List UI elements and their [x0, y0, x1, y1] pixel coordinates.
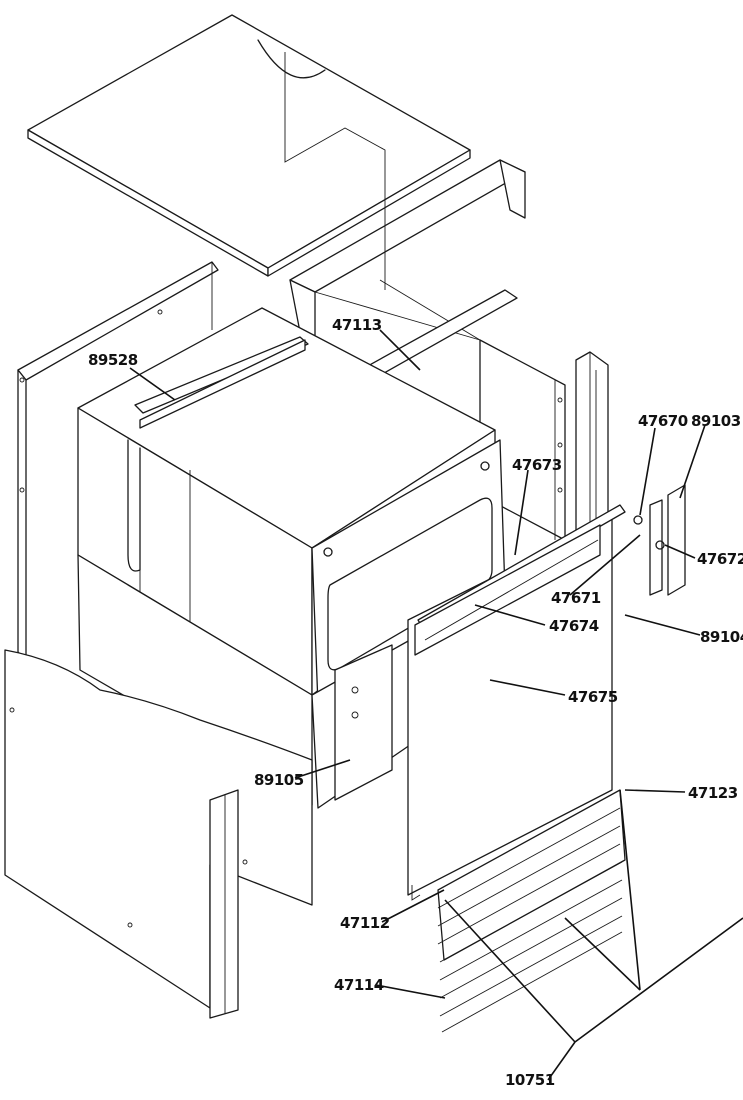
label-47114: 47114: [334, 976, 384, 994]
label-47672: 47672: [697, 550, 743, 568]
right-bracket: [633, 484, 686, 596]
label-47674: 47674: [549, 617, 599, 635]
main-cabinet: [77, 307, 506, 706]
label-89528: 89528: [88, 351, 138, 369]
label-47675: 47675: [568, 688, 618, 706]
front-lower-panel: [4, 649, 313, 1019]
leader-lines: [129, 329, 743, 1081]
label-47113: 47113: [332, 316, 382, 334]
callout-labels: 89528 47113 47670 89103 47673 47672 4767…: [88, 316, 743, 1089]
label-89103: 89103: [691, 412, 741, 430]
label-47670: 47670: [638, 412, 688, 430]
label-89105: 89105: [254, 771, 304, 789]
left-side-panel: [17, 261, 219, 661]
front-door-panel: [407, 504, 626, 901]
label-47671: 47671: [551, 589, 601, 607]
label-47123: 47123: [688, 784, 738, 802]
top-cover: [27, 14, 471, 290]
label-47673: 47673: [512, 456, 562, 474]
louvre-grille: [437, 789, 626, 1033]
label-47112: 47112: [340, 914, 390, 932]
label-10751: 10751: [505, 1071, 555, 1089]
